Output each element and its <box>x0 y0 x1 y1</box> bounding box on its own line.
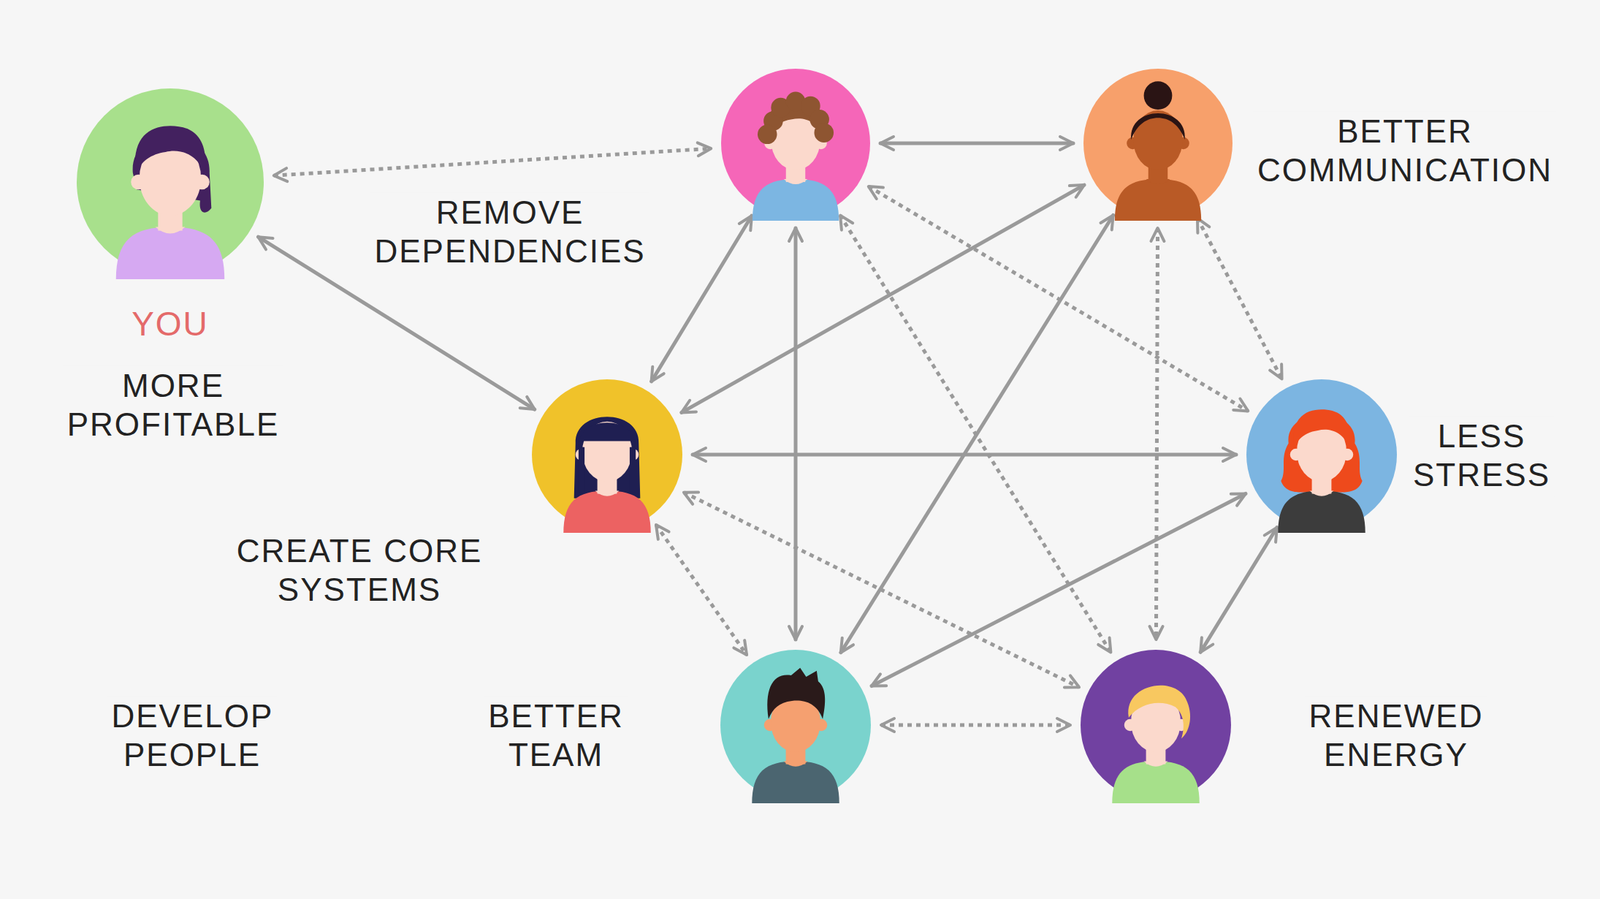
avatar-figure <box>1083 68 1233 218</box>
benefit-label: LESS STRESS <box>1408 415 1555 497</box>
avatar-circle <box>720 649 871 800</box>
connector-arrow <box>1155 227 1158 640</box>
benefit-label: CREATE CORE SYSTEMS <box>230 530 489 611</box>
benefit-label: MORE PROFITABLE <box>62 365 285 446</box>
avatar-figure <box>531 379 683 530</box>
benefit-label: BETTER COMMUNICATION <box>1252 111 1557 192</box>
avatar-figure <box>721 68 871 218</box>
connector-arrow <box>651 215 752 382</box>
avatar-figure <box>720 649 871 800</box>
avatar-circle <box>1083 68 1233 218</box>
connector-arrow <box>683 492 1080 688</box>
node-label: YOU <box>131 304 209 344</box>
benefit-label: BETTER TEAM <box>483 695 629 776</box>
connector-arrow <box>881 723 1071 727</box>
avatar-circle <box>1246 379 1397 530</box>
avatar-circle <box>531 379 683 530</box>
connector-arrow <box>1200 527 1278 653</box>
connector-arrow <box>840 214 1114 652</box>
connector-arrow <box>880 141 1074 146</box>
connector-arrow <box>681 184 1085 413</box>
connector-arrow <box>794 227 798 640</box>
connector-arrow <box>692 452 1237 457</box>
avatar-figure <box>1080 649 1232 800</box>
avatar-circle <box>1080 649 1232 800</box>
benefit-label: RENEWED ENERGY <box>1304 695 1489 776</box>
avatar-figure <box>76 88 264 276</box>
avatar-figure <box>1246 379 1397 530</box>
avatar-circle <box>721 68 871 218</box>
connector-arrow <box>273 148 711 176</box>
benefit-label: REMOVE DEPENDENCIES <box>369 192 650 273</box>
connector-arrow <box>656 524 747 655</box>
avatar-circle: YOU <box>76 88 264 276</box>
benefit-label: DEVELOP PEOPLE <box>106 695 277 776</box>
connector-arrow <box>1197 218 1283 380</box>
